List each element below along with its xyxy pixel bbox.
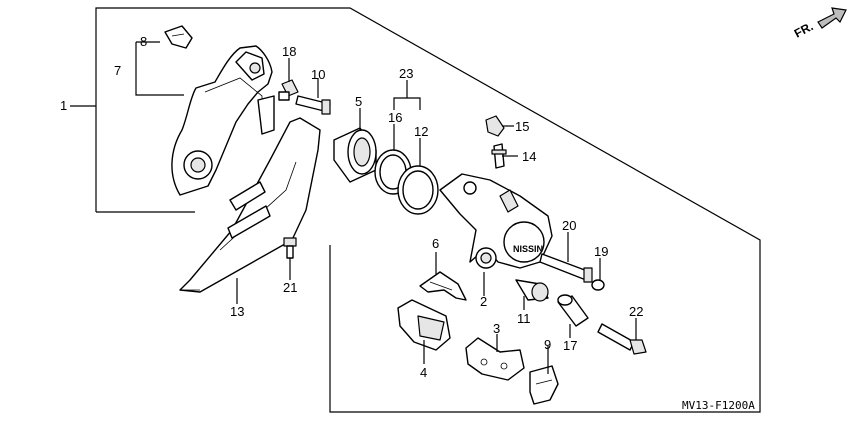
slide-pin <box>539 253 593 283</box>
bracket-clip <box>164 25 193 49</box>
pin-boot <box>591 279 605 291</box>
callout-3: 3 <box>493 321 500 336</box>
bleed-cap <box>491 143 507 169</box>
callout-5: 5 <box>355 94 362 109</box>
callout-12: 12 <box>414 124 428 139</box>
callout-15: 15 <box>515 119 529 134</box>
callout-1: 1 <box>60 98 67 113</box>
callout-22: 22 <box>629 304 643 319</box>
callout-13: 13 <box>230 304 244 319</box>
callout-10: 10 <box>311 67 325 82</box>
pad-retainer <box>529 365 559 405</box>
brake-pad-outer <box>465 337 525 381</box>
callout-20: 20 <box>562 218 576 233</box>
diagram-code: MV13-F1200A <box>682 399 755 412</box>
bleed-valve <box>278 79 299 101</box>
caliper-body: NISSIN <box>439 173 553 269</box>
pin-sleeve <box>557 294 589 327</box>
callout-7: 7 <box>114 63 121 78</box>
bleed-screw <box>485 115 505 137</box>
caliper-bolt <box>597 323 647 355</box>
callout-18: 18 <box>282 44 296 59</box>
guard-bolt <box>283 237 297 259</box>
leader-lines <box>135 41 637 374</box>
front-label: FR. <box>792 19 816 40</box>
callout-11: 11 <box>517 311 531 326</box>
piston-seal <box>397 165 439 215</box>
callout-6: 6 <box>432 236 439 251</box>
brand-mark: NISSIN <box>513 244 543 254</box>
brake-pad-inner <box>397 299 451 351</box>
caliper-bracket <box>171 45 275 196</box>
callout-17: 17 <box>563 338 577 353</box>
piston <box>333 127 377 183</box>
callout-14: 14 <box>522 149 536 164</box>
caliper-guard <box>179 117 321 293</box>
callout-9: 9 <box>544 337 551 352</box>
callout-21: 21 <box>283 280 297 295</box>
callout-2: 2 <box>480 294 487 309</box>
callout-19: 19 <box>594 244 608 259</box>
callout-23: 23 <box>399 66 413 81</box>
callouts: 1 2 3 4 5 6 7 8 9 10 11 12 13 14 15 16 1… <box>60 34 643 380</box>
callout-4: 4 <box>420 365 427 380</box>
callout-8: 8 <box>140 34 147 49</box>
assembly-outline <box>70 7 761 413</box>
callout-16: 16 <box>388 110 402 125</box>
front-arrow-icon <box>817 7 847 29</box>
slide-pin-upper <box>295 95 331 115</box>
slide-boot <box>515 279 549 302</box>
pad-spring <box>419 271 467 301</box>
front-direction-indicator: FR. <box>792 7 847 41</box>
